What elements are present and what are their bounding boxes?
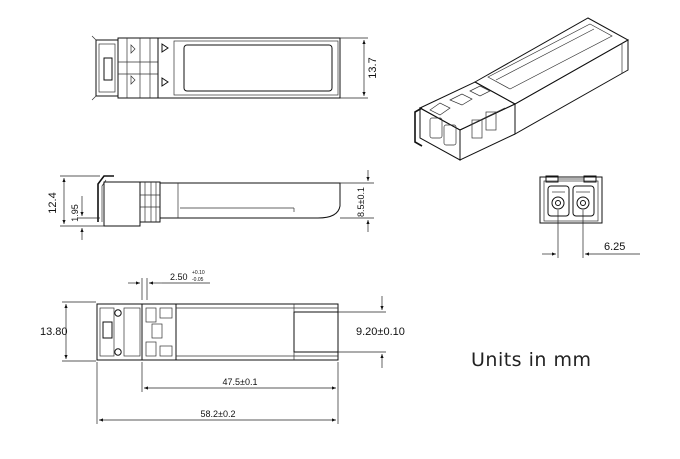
dim-front-width: 6.25 xyxy=(604,241,625,253)
dim-bottom-height: 13.80 xyxy=(40,326,68,338)
bottom-view: 2.50 +0.10 -0.05 13.80 9.20±0.10 47.5±0.… xyxy=(40,270,405,424)
dim-bottom-gap: 2.50 xyxy=(170,272,188,282)
dim-top-height: 13.7 xyxy=(367,57,379,78)
dim-bottom-port: 9.20±0.10 xyxy=(356,326,405,338)
isometric-view xyxy=(414,17,630,161)
side-view: 12.4 1.95 8.5±0.1 xyxy=(47,170,374,240)
dim-side-right: 8.5±0.1 xyxy=(356,187,366,217)
top-view: 13.7 xyxy=(91,35,379,101)
dim-side-height: 12.4 xyxy=(47,192,59,213)
front-view: 6.25 xyxy=(539,175,640,258)
dim-length-body: 47.5±0.1 xyxy=(223,377,258,387)
dim-bottom-gap-tol-upper: +0.10 xyxy=(192,270,205,276)
dim-bottom-gap-tol-lower: -0.05 xyxy=(192,277,204,283)
dim-side-lower: 1.95 xyxy=(70,204,80,222)
dim-length-total: 58.2±0.2 xyxy=(201,409,236,419)
units-note: Units in mm xyxy=(471,349,592,371)
